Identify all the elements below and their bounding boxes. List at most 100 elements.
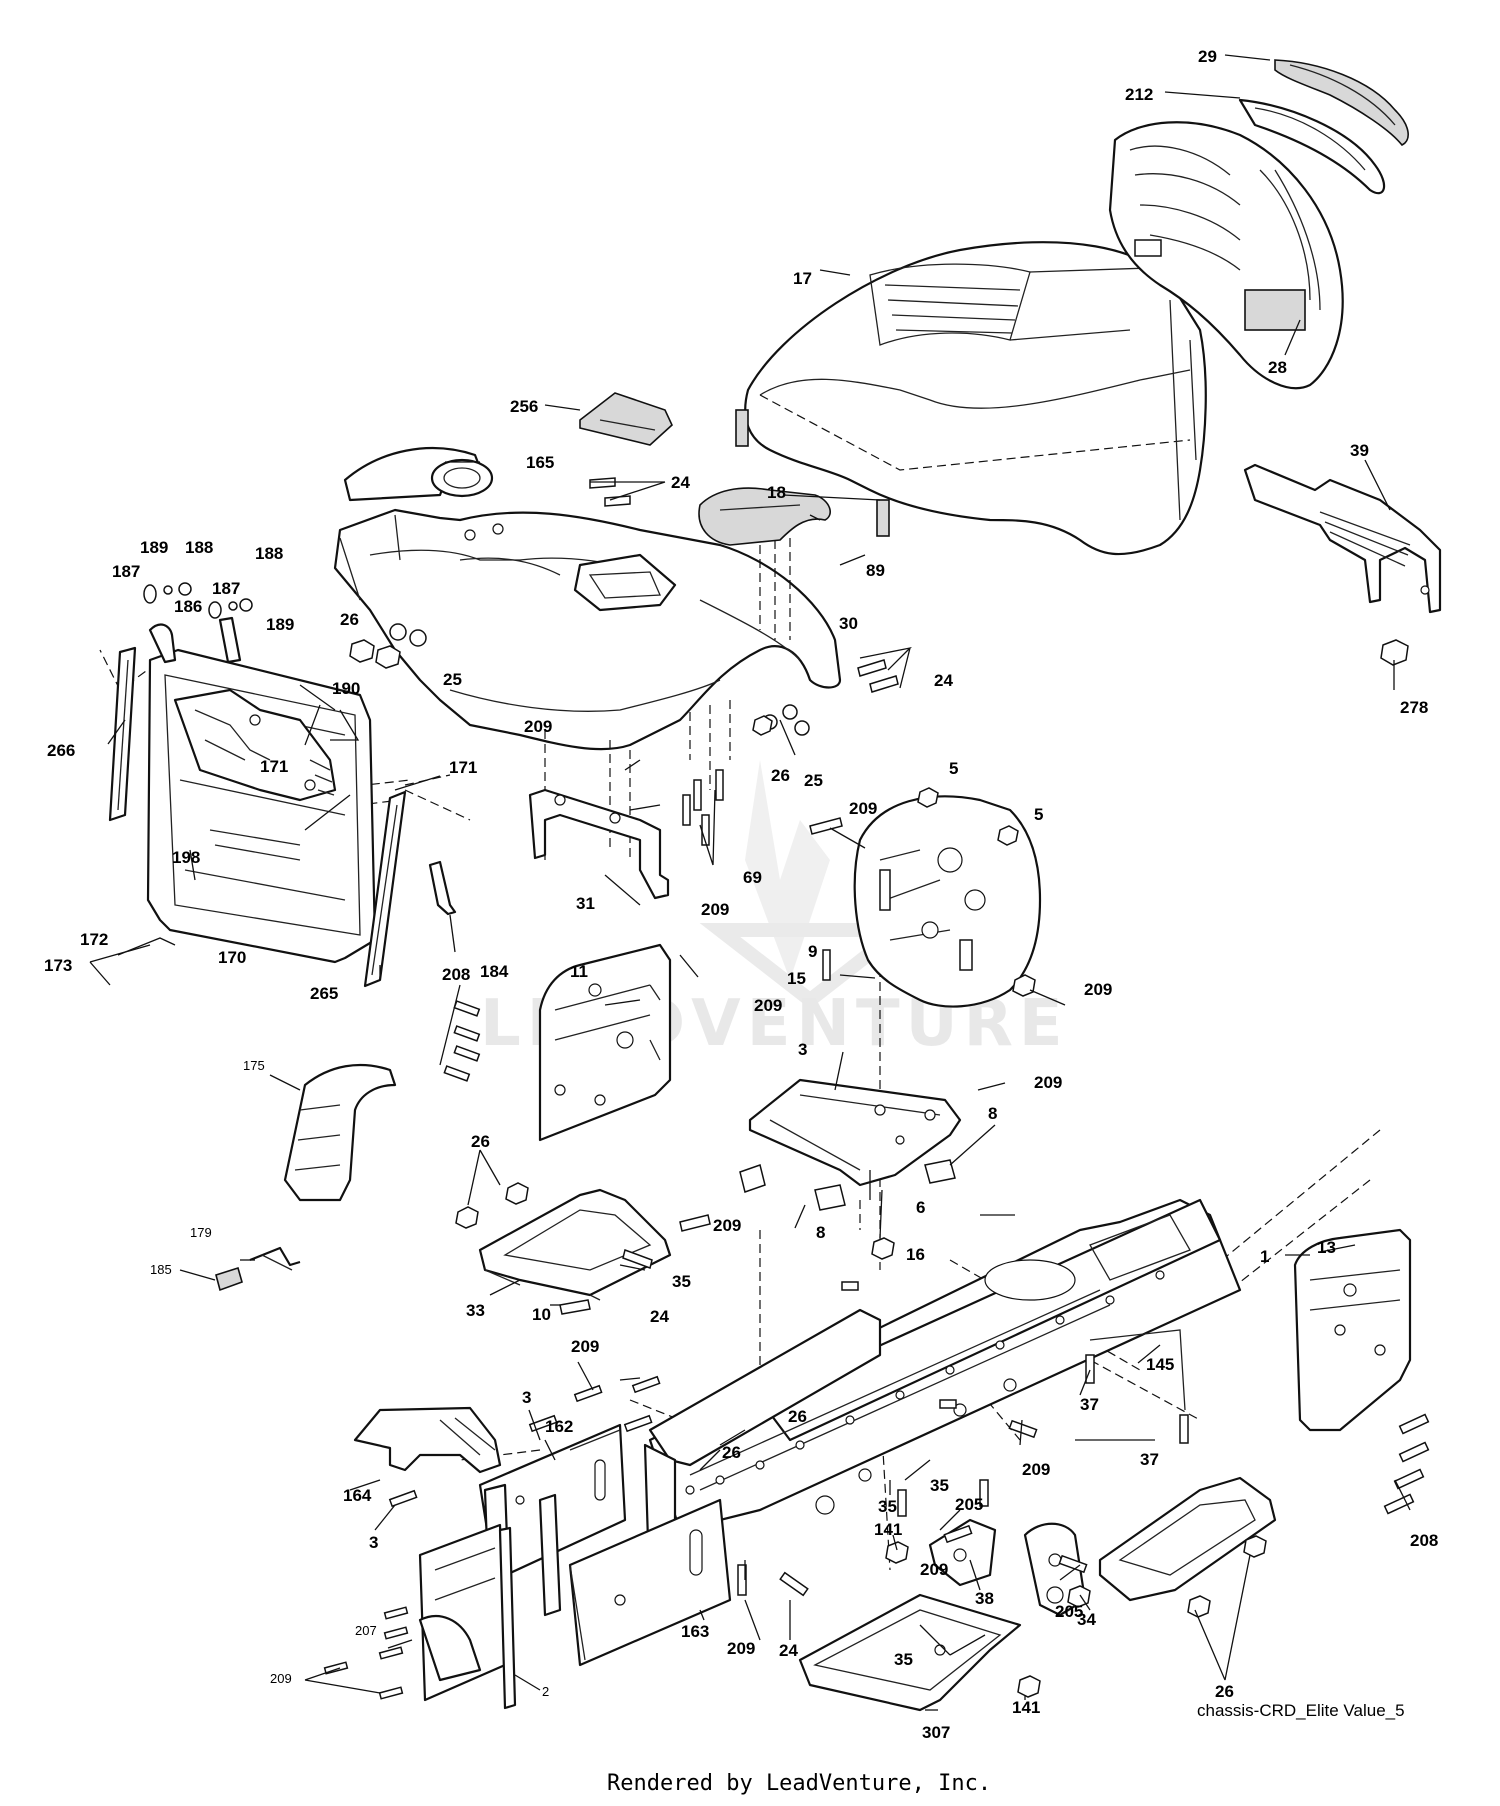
callout: 186	[174, 597, 202, 616]
bracket-164	[353, 1406, 502, 1474]
callout: 187	[212, 579, 240, 598]
callout: 256	[510, 397, 538, 416]
nut-5	[917, 787, 1019, 846]
callout: 209	[754, 996, 782, 1015]
callout: 34	[1077, 1610, 1096, 1629]
callout: 209	[920, 1560, 948, 1579]
front-hardware	[323, 1375, 1091, 1700]
callout: 278	[1400, 698, 1428, 717]
bolts-208	[443, 1000, 481, 1082]
render-credit: Rendered by LeadVenture, Inc.	[607, 1771, 991, 1796]
callout: 265	[310, 984, 338, 1003]
callout: 205	[955, 1495, 983, 1514]
steering-support-9	[853, 795, 1042, 1008]
callout: 171	[449, 758, 477, 777]
callout: 25	[443, 670, 462, 689]
dash-cover-256	[579, 392, 673, 446]
callout: 24	[671, 473, 690, 492]
bolts-69	[682, 769, 724, 846]
seat-adjust-hardware	[143, 582, 253, 664]
callout: 37	[1080, 1395, 1099, 1414]
callout: 208	[1410, 1531, 1438, 1550]
callout: 164	[343, 1486, 372, 1505]
hood-insert-18	[735, 409, 890, 537]
pedal-cover-89	[698, 487, 831, 546]
footrest-hardware	[455, 1182, 711, 1315]
fender-dash-30	[333, 508, 842, 751]
callout: 35	[878, 1497, 897, 1516]
drawing-id: chassis-CRD_Elite Value_5	[1197, 1701, 1405, 1720]
callout: 209	[571, 1337, 599, 1356]
side-panel-13	[1293, 1228, 1412, 1432]
hood-part-17	[744, 241, 1207, 556]
callout: 209	[270, 1671, 292, 1686]
callout: 31	[576, 894, 595, 913]
frame-holes	[715, 1270, 1165, 1515]
callout: 11	[570, 962, 588, 981]
callout: 165	[526, 453, 554, 472]
callout: 173	[44, 956, 72, 975]
callout: 10	[532, 1305, 551, 1324]
callout: 188	[185, 538, 213, 557]
callout: 5	[1034, 805, 1043, 824]
bracket-184	[428, 860, 457, 916]
callout: 184	[480, 962, 509, 981]
callout: 26	[788, 1407, 807, 1426]
side-panel-11	[538, 943, 672, 1142]
callout: 89	[866, 561, 885, 580]
dash-hardware	[349, 477, 899, 736]
mount-plate-6	[748, 1078, 962, 1187]
callout: 24	[779, 1641, 798, 1660]
callout: 35	[894, 1650, 913, 1669]
callout: 207	[355, 1623, 377, 1638]
callout: 175	[243, 1058, 265, 1073]
callout: 163	[681, 1622, 709, 1641]
callout: 198	[172, 848, 200, 867]
callout: 189	[140, 538, 168, 557]
callout: 35	[930, 1476, 949, 1495]
callout: 35	[672, 1272, 691, 1291]
callout: 170	[218, 948, 246, 967]
callout: 209	[713, 1216, 741, 1235]
callout: 209	[1034, 1073, 1062, 1092]
grille-insert-212	[1238, 98, 1386, 195]
callout: 26	[722, 1443, 741, 1462]
bracket-163	[568, 1498, 732, 1667]
callout: 13	[1317, 1238, 1336, 1257]
hood-bracket-39	[1243, 463, 1442, 614]
callout: 209	[849, 799, 877, 818]
callout: 190	[332, 679, 360, 698]
nut-16	[871, 1237, 895, 1260]
lever-179	[249, 1246, 301, 1271]
callout: 185	[150, 1262, 172, 1277]
callout: 5	[949, 759, 958, 778]
callout: 187	[112, 562, 140, 581]
seat-panel-170	[146, 648, 377, 964]
cup-holder-165	[343, 447, 494, 502]
callout: 25	[804, 771, 823, 790]
callout: 17	[793, 269, 812, 288]
callout: 9	[808, 942, 817, 961]
callout: 18	[767, 483, 786, 502]
seat-rail-266	[108, 646, 137, 822]
callout: 26	[471, 1132, 490, 1151]
callout: 209	[701, 900, 729, 919]
callout: 37	[1140, 1450, 1159, 1469]
knob-185	[215, 1266, 243, 1292]
clips-8	[739, 1159, 956, 1211]
callout: 24	[934, 671, 953, 690]
callout: 3	[798, 1040, 807, 1059]
callout: 26	[1215, 1682, 1234, 1701]
callout: 141	[1012, 1698, 1040, 1717]
callout: 69	[743, 868, 762, 887]
callout: 171	[260, 757, 288, 776]
callout: 38	[975, 1589, 994, 1608]
callout: 30	[839, 614, 858, 633]
footrest-33	[478, 1188, 672, 1301]
callout: 8	[816, 1223, 825, 1242]
support-hardware	[809, 817, 1036, 997]
grille-lens-29	[1274, 59, 1409, 147]
callout: 15	[787, 969, 806, 988]
callout: 145	[1146, 1355, 1174, 1374]
